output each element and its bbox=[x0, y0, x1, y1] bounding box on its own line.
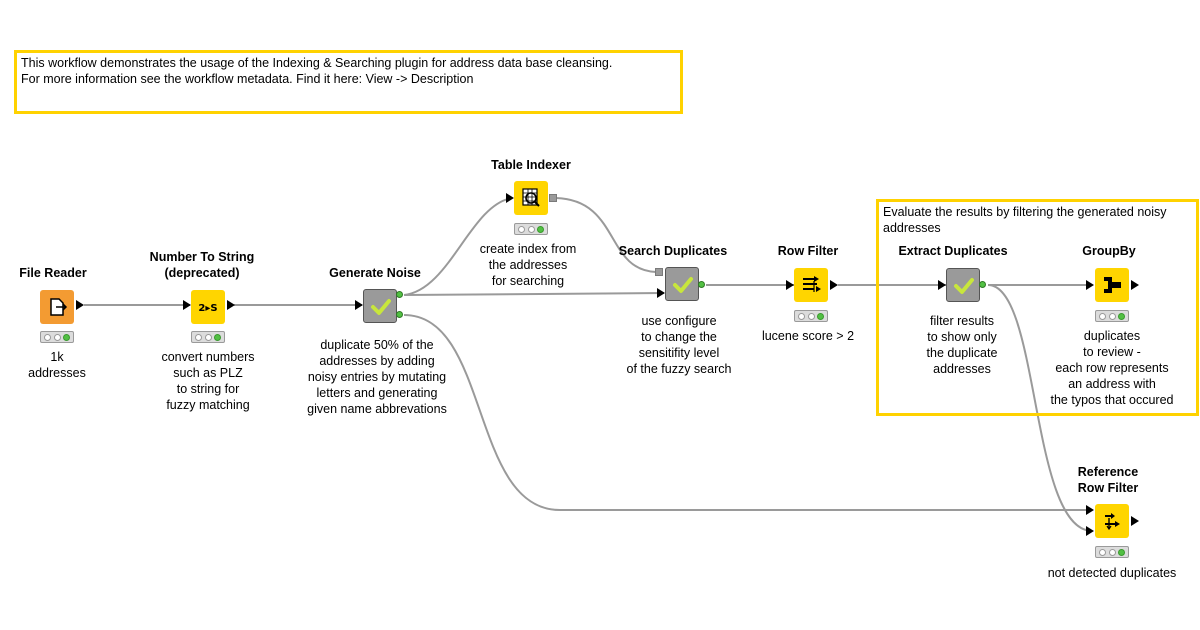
extract-duplicates-in-port[interactable] bbox=[938, 280, 946, 290]
groupby-node[interactable] bbox=[1095, 268, 1129, 302]
table-indexer-out-port[interactable] bbox=[549, 194, 557, 202]
row-filter-node[interactable] bbox=[794, 268, 828, 302]
groupby-in-port[interactable] bbox=[1086, 280, 1094, 290]
extract-duplicates-out-port[interactable] bbox=[979, 281, 986, 288]
svg-text:2▸S: 2▸S bbox=[198, 303, 217, 314]
row-filter-in-port[interactable] bbox=[786, 280, 794, 290]
generate-noise-in-port[interactable] bbox=[355, 300, 363, 310]
file-reader-desc: 1k addresses bbox=[28, 350, 86, 380]
extract-duplicates-node[interactable] bbox=[946, 268, 980, 302]
number-to-string-in-port[interactable] bbox=[183, 300, 191, 310]
table-indexer-node[interactable] bbox=[514, 181, 548, 215]
file-reader-icon bbox=[50, 298, 68, 316]
number-to-string-title: Number To String (deprecated) bbox=[149, 250, 255, 280]
check-icon bbox=[954, 278, 974, 294]
connection-generate-noise-to-search-duplicates bbox=[403, 292, 665, 296]
reference-row-filter-status bbox=[1095, 546, 1129, 558]
index-search-icon bbox=[522, 188, 540, 207]
groupby-title: GroupBy bbox=[1082, 244, 1136, 258]
table-indexer-in-port[interactable] bbox=[506, 193, 514, 203]
connection-table-indexer-to-search-duplicates bbox=[555, 197, 657, 273]
number-to-string-out-port[interactable] bbox=[227, 300, 235, 310]
reference-row-filter-desc: not detected duplicates bbox=[1047, 566, 1177, 580]
evaluate-line-2: addresses bbox=[883, 221, 941, 235]
generate-noise-desc: duplicate 50% of the addresses by adding… bbox=[307, 338, 447, 416]
number-to-string-icon: 2▸S bbox=[198, 303, 217, 314]
reference-row-filter-out-port[interactable] bbox=[1131, 516, 1139, 526]
search-duplicates-title: Search Duplicates bbox=[618, 244, 728, 258]
reference-row-filter-title: Reference Row Filter bbox=[1077, 465, 1139, 495]
generate-noise-out-port-1[interactable] bbox=[396, 291, 403, 298]
intro-line-1: This workflow demonstrates the usage of … bbox=[21, 56, 613, 70]
generate-noise-out-port-2[interactable] bbox=[396, 311, 403, 318]
search-duplicates-in-port-data[interactable] bbox=[657, 288, 665, 298]
connection-generate-noise-to-table-indexer bbox=[403, 197, 513, 296]
reference-row-filter-in-port-1[interactable] bbox=[1086, 505, 1094, 515]
connection-extract-duplicates-to-reference-row-filter bbox=[987, 284, 1093, 532]
groupby-desc: duplicates to review - each row represen… bbox=[1050, 329, 1174, 407]
row-filter-icon bbox=[803, 276, 821, 292]
groupby-status bbox=[1095, 310, 1129, 322]
extract-duplicates-desc: filter results to show only the duplicat… bbox=[926, 314, 998, 376]
file-reader-out-port[interactable] bbox=[76, 300, 84, 310]
row-filter-out-port[interactable] bbox=[830, 280, 838, 290]
file-reader-node[interactable] bbox=[40, 290, 74, 324]
evaluate-line-1: Evaluate the results by filtering the ge… bbox=[883, 205, 1167, 219]
intro-line-2: For more information see the workflow me… bbox=[21, 72, 474, 86]
connection-generate-noise-to-reference-row-filter bbox=[403, 314, 1092, 511]
search-duplicates-out-port[interactable] bbox=[698, 281, 705, 288]
table-indexer-title: Table Indexer bbox=[491, 158, 571, 172]
table-indexer-status bbox=[514, 223, 548, 235]
number-to-string-node[interactable]: 2▸S bbox=[191, 290, 225, 324]
search-duplicates-in-port-index[interactable] bbox=[655, 268, 663, 276]
reference-row-filter-in-port-2[interactable] bbox=[1086, 526, 1094, 536]
evaluate-annotation: Evaluate the results by filtering the ge… bbox=[876, 199, 1199, 416]
groupby-icon bbox=[1104, 277, 1121, 293]
row-filter-status bbox=[794, 310, 828, 322]
search-duplicates-desc: use configure to change the sensitifity … bbox=[626, 314, 732, 376]
extract-duplicates-title: Extract Duplicates bbox=[898, 244, 1008, 258]
generate-noise-node[interactable] bbox=[363, 289, 397, 323]
generate-noise-title: Generate Noise bbox=[329, 266, 421, 280]
row-filter-title: Row Filter bbox=[777, 244, 839, 258]
number-to-string-desc: convert numbers such as PLZ to string fo… bbox=[161, 350, 255, 412]
search-duplicates-node[interactable] bbox=[665, 267, 699, 301]
intro-annotation: This workflow demonstrates the usage of … bbox=[14, 50, 683, 114]
row-filter-desc: lucene score > 2 bbox=[761, 329, 855, 343]
file-reader-status bbox=[40, 331, 74, 343]
table-indexer-desc: create index from the addresses for sear… bbox=[479, 242, 577, 288]
reference-row-filter-node[interactable] bbox=[1095, 504, 1129, 538]
reference-filter-icon bbox=[1105, 513, 1120, 531]
check-icon bbox=[673, 277, 693, 293]
groupby-out-port[interactable] bbox=[1131, 280, 1139, 290]
file-reader-title: File Reader bbox=[19, 266, 87, 280]
number-to-string-status bbox=[191, 331, 225, 343]
check-icon bbox=[371, 299, 391, 315]
